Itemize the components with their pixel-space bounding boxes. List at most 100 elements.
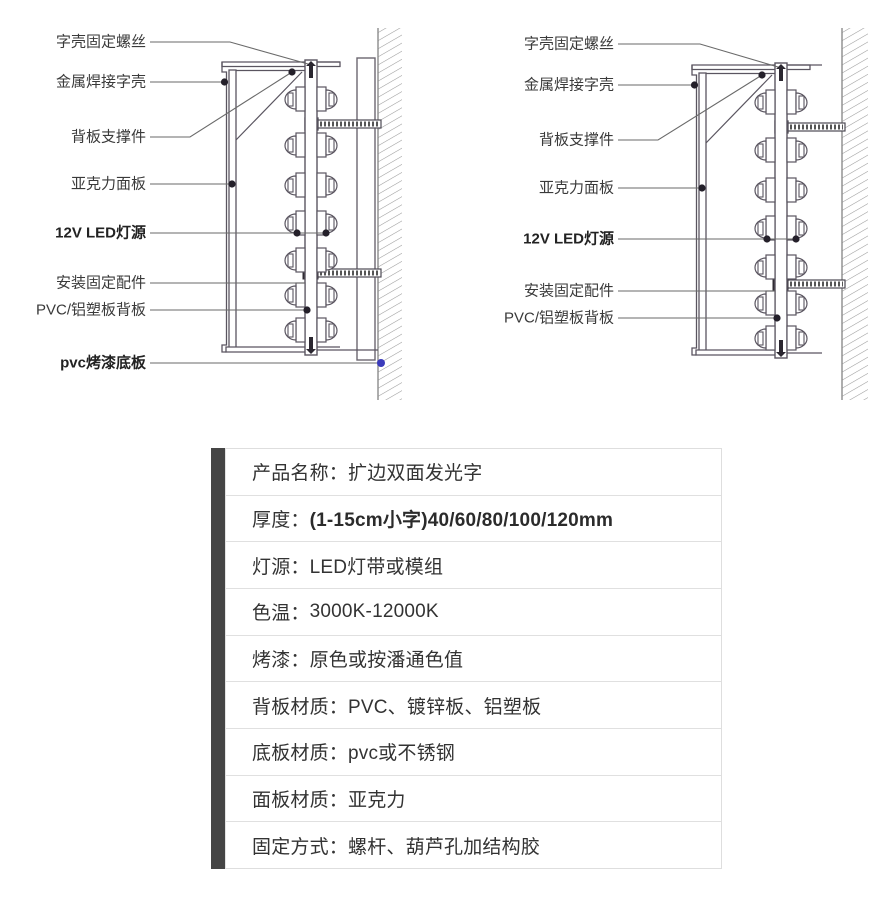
label-mounting-hardware: 安装固定配件 (55, 274, 146, 292)
diagram-left: 字壳固定螺丝 金属焊接字壳 背板支撑件 亚克力面板 12V LED灯源 安装固定… (0, 0, 440, 400)
led-left-facing (284, 210, 306, 236)
spec-row-thickness: 厚度： (1-15cm小字)40/60/80/100/120mm (226, 496, 721, 543)
label-acrylic-face-panel-right: 亚克力面板 (538, 179, 614, 197)
spec-row-paint: 烤漆： 原色或按潘通色值 (226, 636, 721, 683)
led-left-facing (754, 290, 776, 316)
led-left-facing (284, 132, 306, 158)
led-left-facing (284, 172, 306, 198)
label-shell-fixing-screw: 字壳固定螺丝 (55, 33, 146, 51)
label-pvc-alu-backplate-right: PVC/铝塑板背板 (503, 309, 614, 327)
led-left-facing (284, 86, 306, 112)
spec-row-backplate-material: 背板材质： PVC、镀锌板、铝塑板 (226, 682, 721, 730)
spec-row-face-panel-material: 面板材质： 亚克力 (226, 776, 721, 823)
spec-key: 面板材质： (252, 790, 349, 812)
spec-key: 固定方式： (252, 836, 349, 858)
label-12v-led-source: 12V LED灯源 (55, 224, 146, 242)
led-left-facing (754, 325, 776, 351)
led-right-facing (786, 89, 808, 115)
led-pair (284, 86, 338, 112)
spec-value: 螺杆、葫芦孔加结构胶 (348, 836, 541, 858)
pvc-backplate-left (304, 59, 318, 356)
led-left-facing (754, 177, 776, 203)
led-pair (284, 317, 338, 343)
led-pair (284, 172, 338, 198)
wall-bracket-left (356, 57, 376, 361)
spec-key: 厚度： (252, 510, 310, 531)
wall-right (841, 28, 868, 400)
spec-key: 底板材质： (252, 743, 349, 765)
led-left-facing (754, 137, 776, 163)
label-metal-welded-shell: 金属焊接字壳 (55, 73, 146, 91)
led-left-facing (754, 254, 776, 280)
spec-table: 产品名称： 扩边双面发光字 厚度： (1-15cm小字)40/60/80/100… (211, 448, 722, 869)
led-array-right (754, 89, 808, 351)
led-pair (754, 89, 808, 115)
led-pair (754, 290, 808, 316)
led-left-facing (284, 247, 306, 273)
led-right-facing (786, 177, 808, 203)
spec-value: 扩边双面发光字 (348, 463, 483, 485)
label-acrylic-face-panel: 亚克力面板 (70, 175, 146, 193)
led-left-facing (284, 282, 306, 308)
label-12v-led-source-right: 12V LED灯源 (523, 230, 614, 248)
spec-row-color-temperature: 色温： 3000K-12000K (226, 589, 721, 636)
spec-table-accent-bar (211, 448, 225, 869)
backplate-support-brace-left (235, 71, 303, 141)
led-right-facing (316, 247, 338, 273)
led-pair (284, 247, 338, 273)
led-right-facing (316, 132, 338, 158)
wall-left (377, 28, 402, 400)
spec-value: pvc或不锈钢 (348, 743, 455, 765)
led-pair (284, 210, 338, 236)
spec-key: 产品名称： (252, 463, 349, 485)
spec-key: 烤漆： (252, 650, 310, 672)
led-pair (284, 132, 338, 158)
led-right-facing (316, 210, 338, 236)
base-plate-marker-dot (377, 359, 385, 367)
led-right-facing (316, 86, 338, 112)
spec-key: 背板材质： (252, 696, 349, 718)
spec-table-rows: 产品名称： 扩边双面发光字 厚度： (1-15cm小字)40/60/80/100… (225, 448, 722, 869)
led-left-facing (754, 89, 776, 115)
pvc-backplate-right (774, 62, 788, 359)
spec-row-light-source: 灯源： LED灯带或模组 (226, 542, 721, 590)
led-right-facing (786, 325, 808, 351)
spec-value: LED灯带或模组 (309, 556, 444, 578)
led-right-facing (316, 282, 338, 308)
diagram-left-svg (150, 28, 402, 400)
spec-key: 色温： (252, 603, 310, 625)
leader-dots-right (690, 71, 800, 322)
leader-lines-left (150, 41, 382, 364)
led-left-facing (284, 317, 306, 343)
label-backplate-support: 背板支撑件 (70, 128, 146, 146)
led-pair (754, 215, 808, 241)
spec-key: 灯源： (252, 556, 310, 578)
led-right-facing (786, 137, 808, 163)
led-pair (284, 282, 338, 308)
led-pair (754, 325, 808, 351)
spec-value: (1-15cm小字)40/60/80/100/120mm (309, 510, 614, 531)
metal-shell-right (691, 64, 811, 356)
led-array-left (284, 86, 338, 343)
backplate-support-brace-right (705, 74, 773, 144)
led-right-facing (316, 172, 338, 198)
label-pvc-painted-base-plate: pvc烤漆底板 (60, 354, 146, 372)
diagram-right: 字壳固定螺丝 金属焊接字壳 背板支撑件 亚克力面板 12V LED灯源 安装固定… (450, 0, 893, 400)
led-pair (754, 137, 808, 163)
label-shell-fixing-screw-right: 字壳固定螺丝 (523, 35, 614, 53)
label-backplate-support-right: 背板支撑件 (538, 131, 614, 149)
label-metal-welded-shell-right: 金属焊接字壳 (523, 76, 614, 94)
led-right-facing (786, 254, 808, 280)
label-pvc-alu-backplate: PVC/铝塑板背板 (35, 301, 146, 319)
diagram-right-svg (618, 28, 868, 400)
led-pair (754, 254, 808, 280)
label-mounting-hardware-right: 安装固定配件 (523, 282, 614, 300)
led-right-facing (786, 290, 808, 316)
led-pair (754, 177, 808, 203)
spec-value: 3000K-12000K (309, 600, 439, 622)
leader-dots-left (220, 68, 330, 314)
spec-value: 原色或按潘通色值 (309, 650, 464, 672)
spec-row-fixing-method: 固定方式： 螺杆、葫芦孔加结构胶 (226, 822, 721, 868)
spec-value: 亚克力 (348, 790, 406, 812)
